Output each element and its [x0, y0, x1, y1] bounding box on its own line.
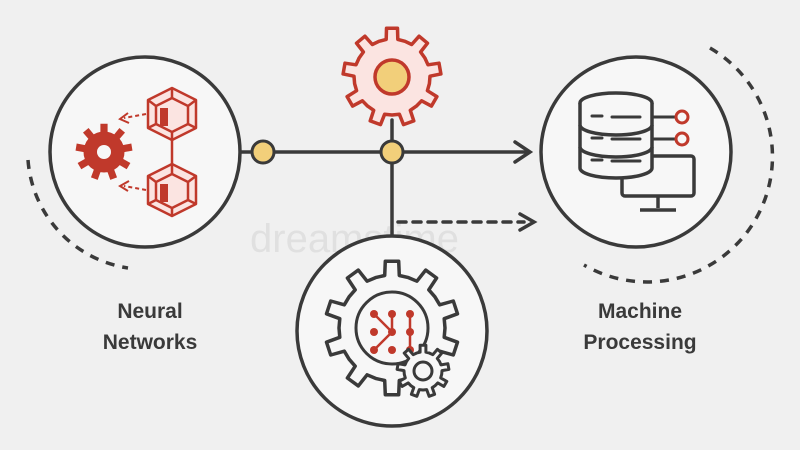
machine-processing-label-line2: Processing	[583, 331, 697, 354]
connector-dot-center	[379, 139, 405, 165]
machine-processing-dashed-arc	[583, 46, 775, 284]
neural-networks-label-line2: Networks	[102, 331, 198, 354]
dashed-arrowhead	[518, 212, 538, 232]
matrix-dots	[370, 310, 414, 354]
machine-processing-node	[539, 46, 775, 284]
server-connection-ports	[652, 109, 690, 147]
machine-processing-label-line1: Machine	[597, 300, 683, 323]
top-gear-icon	[341, 26, 443, 127]
cube-to-gear-arrows	[118, 112, 147, 192]
red-gear-icon	[75, 123, 133, 180]
neural-networks-node	[26, 55, 242, 270]
neural-networks-label-line1: Neural	[117, 300, 183, 323]
neural-networks-label: Neural Networks	[70, 296, 230, 358]
processing-gear-node	[295, 234, 489, 428]
upper-cube	[146, 86, 198, 142]
small-gear-icon	[395, 343, 451, 398]
neural-networks-dashed-arc	[26, 159, 129, 270]
neural-network-cube-icon	[146, 86, 198, 218]
main-arrowhead	[513, 140, 534, 164]
lower-cube	[146, 162, 198, 218]
neural-networks-circle	[48, 55, 242, 249]
connector-dot-left	[250, 139, 276, 165]
machine-processing-label: Machine Processing	[555, 296, 725, 358]
database-server-icon	[578, 91, 654, 180]
